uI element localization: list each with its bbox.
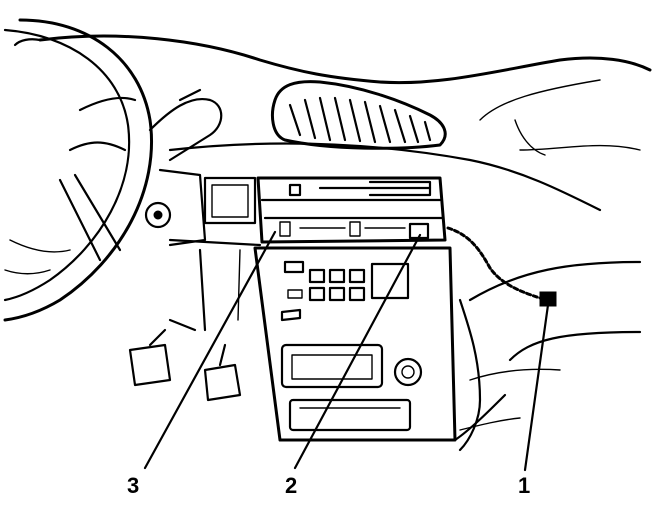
steering-column — [144, 88, 223, 247]
wiring-harness — [446, 226, 557, 307]
leader-line-2 — [293, 233, 422, 470]
leader-line-1 — [523, 303, 550, 472]
left-switch-panel — [168, 176, 262, 247]
dashboard-outline — [13, 34, 652, 452]
leader-line-3 — [143, 230, 277, 470]
ignition-switch-icon — [144, 201, 172, 229]
center-console — [253, 246, 457, 442]
center-air-vent — [271, 80, 447, 150]
cigarette-lighter-icon — [393, 357, 423, 387]
callout-3: 3 — [127, 473, 139, 498]
callout-2: 2 — [285, 473, 297, 498]
steering-wheel — [3, 18, 153, 322]
callout-1: 1 — [518, 473, 530, 498]
callout-leaders — [143, 230, 550, 472]
floor-lines — [198, 248, 507, 442]
pedals — [128, 318, 242, 402]
radio-unit — [256, 176, 447, 244]
